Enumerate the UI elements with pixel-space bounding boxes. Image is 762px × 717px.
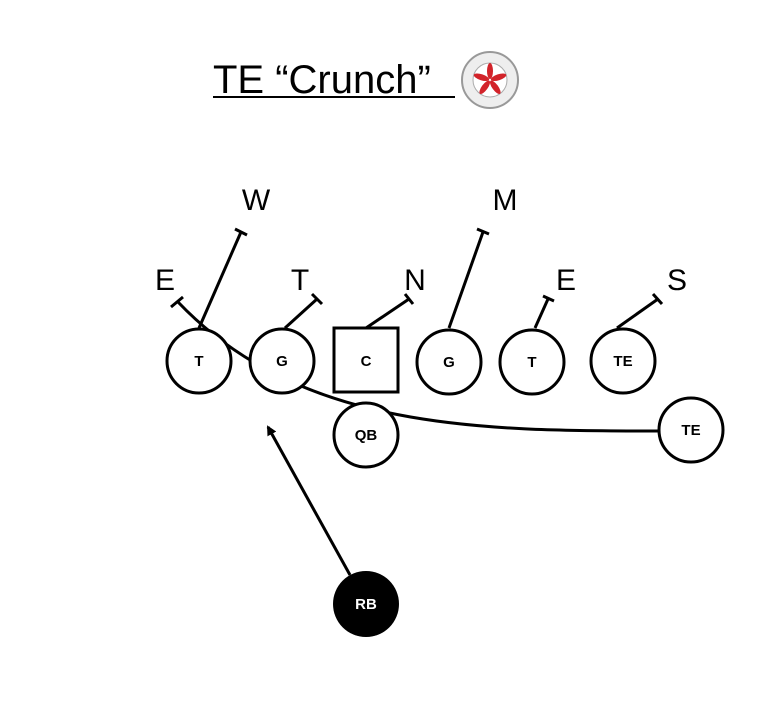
- center-label: C: [361, 353, 372, 370]
- left-guard: [248, 327, 316, 395]
- right-guard: [415, 328, 483, 396]
- play-title: TE “Crunch”: [213, 58, 431, 102]
- right-tackle-label: T: [527, 354, 536, 371]
- defender-m: M: [493, 184, 518, 217]
- left-tackle: [165, 327, 233, 395]
- eleven-warriors-logo: [461, 51, 519, 109]
- left-guard-label: G: [276, 353, 288, 370]
- left-tackle-label: T: [194, 353, 203, 370]
- defender-s: S: [667, 264, 687, 297]
- defender-e-right: E: [556, 264, 576, 297]
- rb-route-arrow: [266, 425, 352, 576]
- quarterback: [332, 401, 400, 469]
- defender-n: N: [404, 264, 426, 297]
- te-crunch-route: [176, 300, 660, 433]
- tight-end-wing-label: TE: [681, 422, 700, 439]
- center: [332, 326, 400, 394]
- running-back: [333, 571, 399, 637]
- defender-e-left: E: [155, 264, 175, 297]
- blocking-assignments: [197, 227, 664, 330]
- tight-end-inline-label: TE: [613, 353, 632, 370]
- right-guard-label: G: [443, 354, 455, 371]
- defender-w: W: [242, 184, 271, 217]
- buckeye-leaf-icon: [473, 63, 507, 94]
- tight-end-wing: [657, 396, 725, 464]
- running-back-label: RB: [355, 596, 377, 613]
- offensive-players: T G C G T TE QB TE RB: [165, 326, 725, 637]
- quarterback-label: QB: [355, 427, 378, 444]
- defender-t: T: [291, 264, 309, 297]
- tight-end-inline: [589, 327, 657, 395]
- right-tackle: [498, 328, 566, 396]
- te-block-bar: [170, 295, 184, 309]
